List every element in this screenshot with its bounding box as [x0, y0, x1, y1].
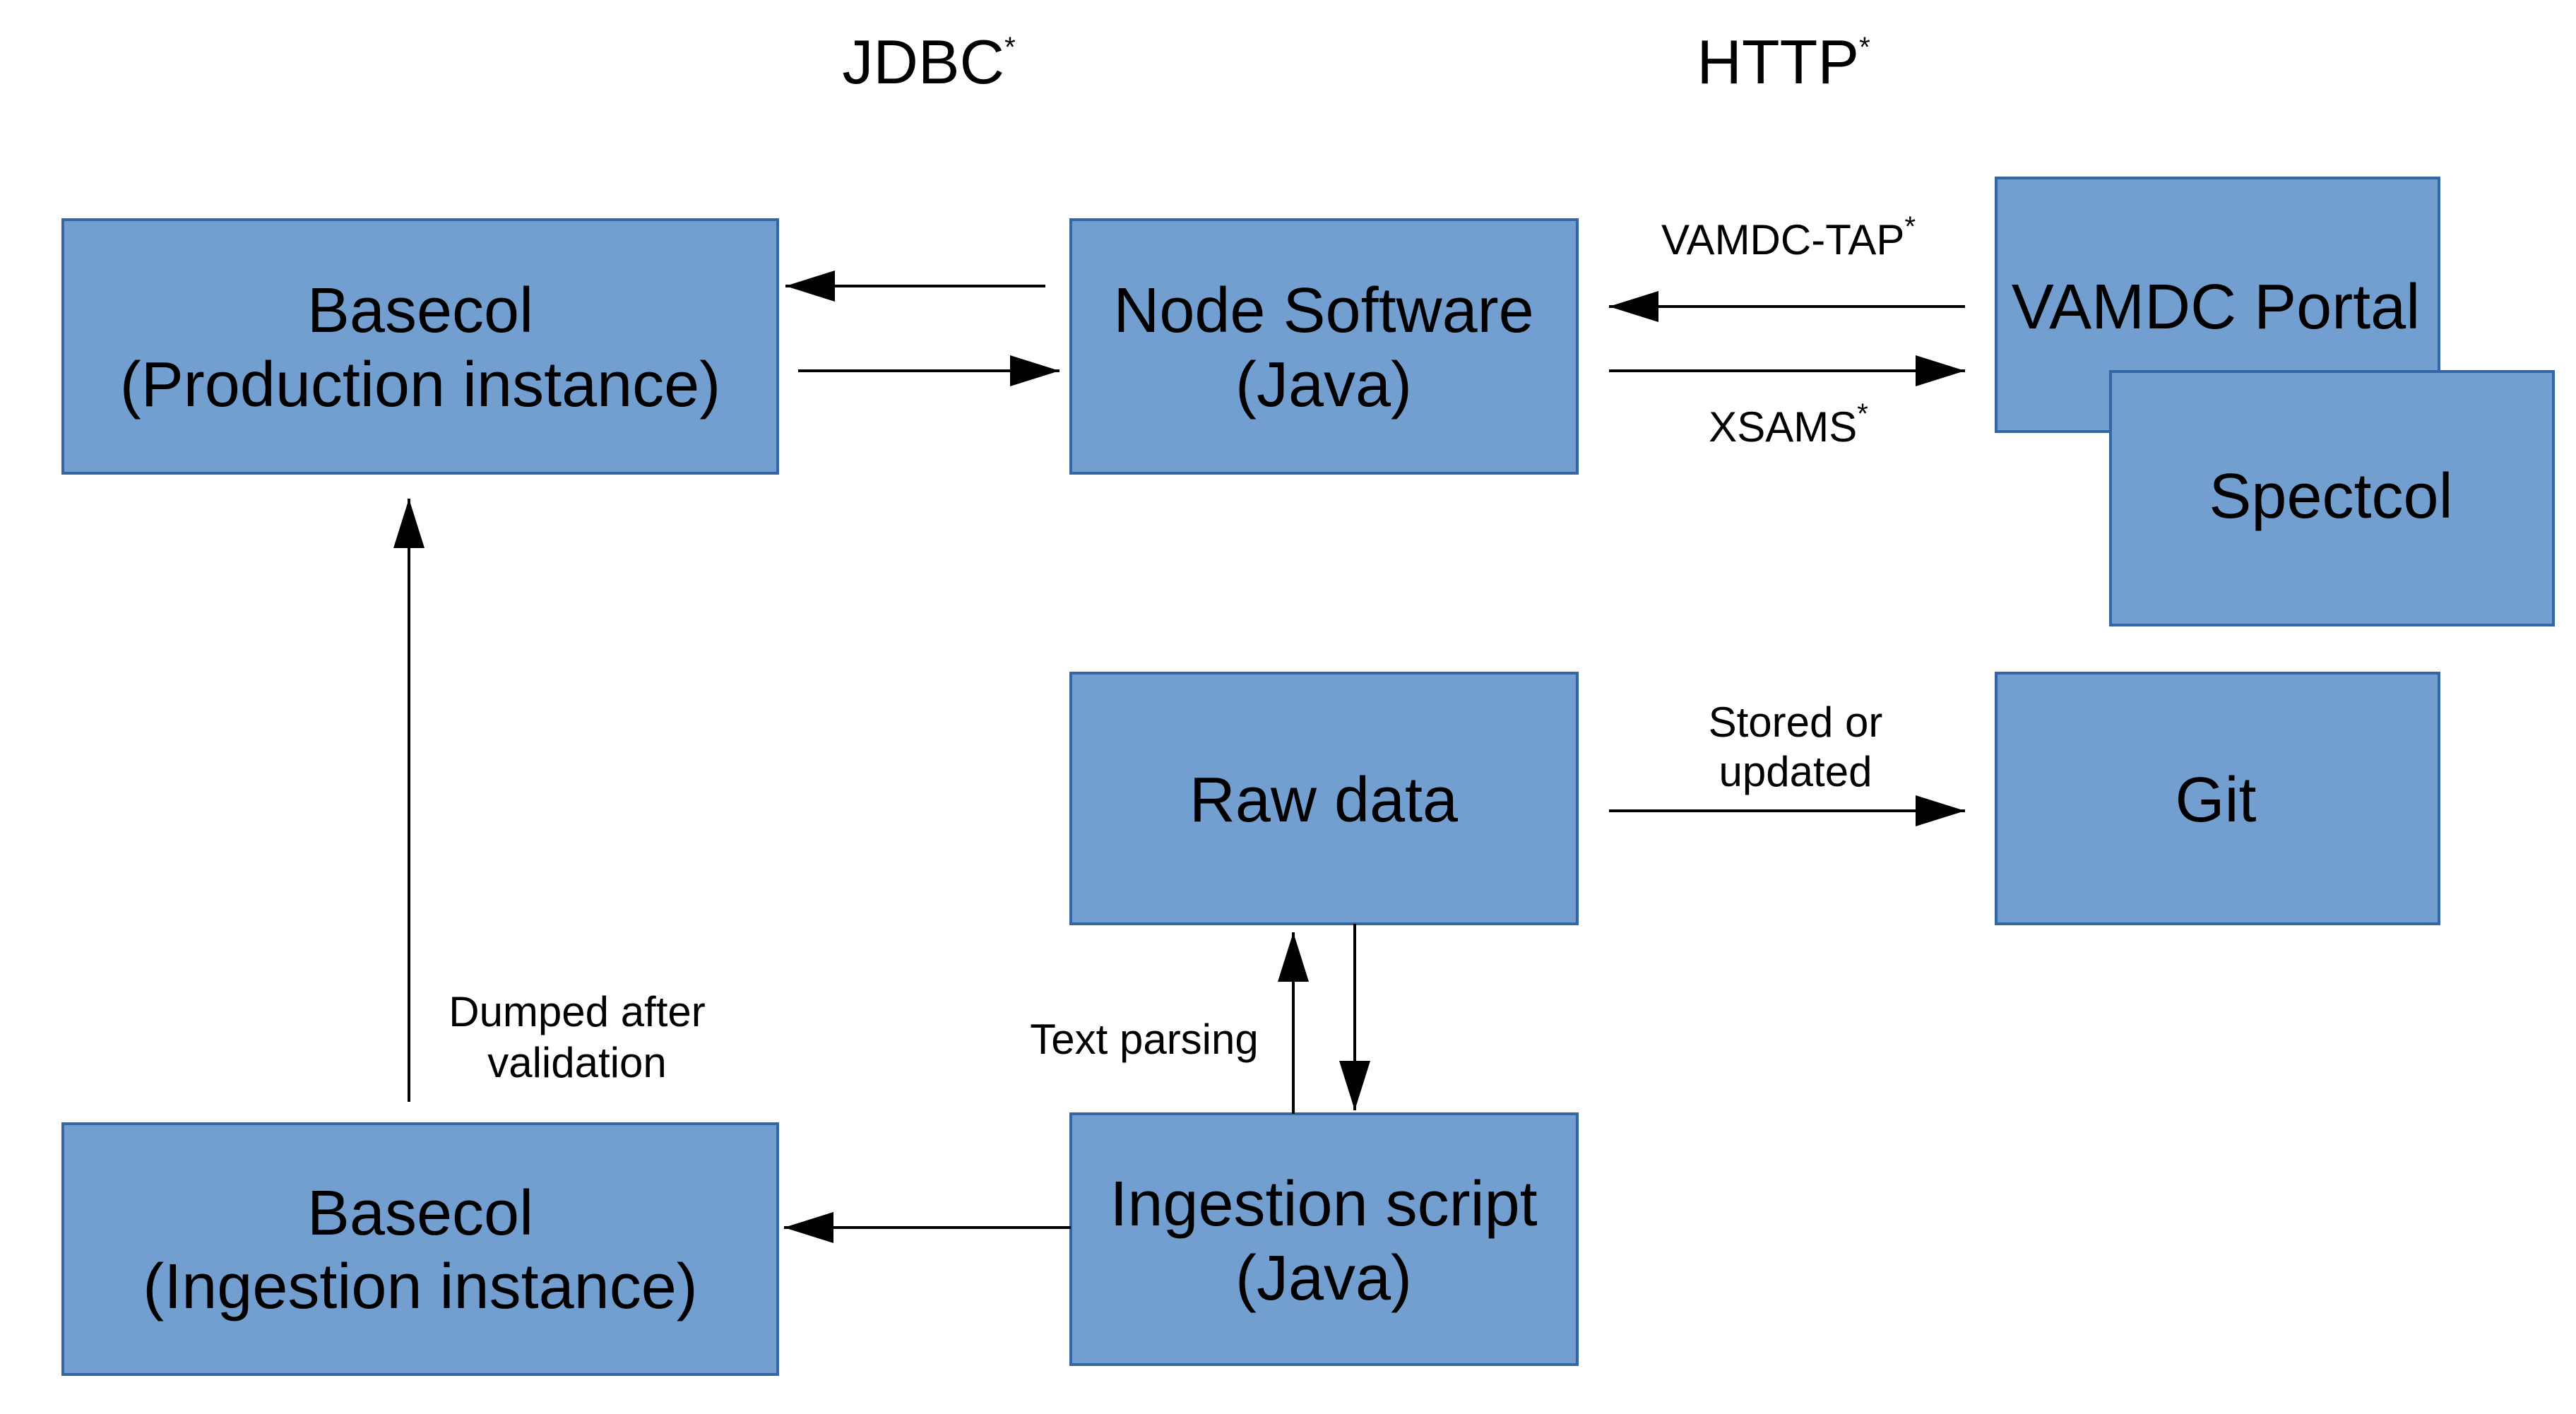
basecol-ingestion-title: Basecol — [307, 1178, 533, 1249]
basecol-production-title: Basecol — [307, 275, 533, 346]
git-title: Git — [2175, 765, 2256, 836]
basecol-production-subtitle: (Production instance) — [120, 350, 720, 420]
basecol-ingestion-subtitle: (Ingestion instance) — [143, 1252, 697, 1322]
text-parsing-label: Text parsing — [1030, 1016, 1259, 1063]
spectcol-box: Spectcol — [2109, 370, 2555, 626]
node-software-subtitle: (Java) — [1235, 350, 1412, 420]
raw-data-title: Raw data — [1189, 765, 1459, 836]
vamdc-portal-title: VAMDC Portal — [2012, 272, 2420, 343]
vamdc-tap-label: VAMDC-TAP* — [1661, 211, 1916, 263]
jdbc-header: JDBC* — [842, 27, 1015, 97]
ingestion-script-title: Ingestion script — [1110, 1169, 1537, 1240]
raw-data-box: Raw data — [1069, 672, 1579, 925]
ingestion-script-subtitle: (Java) — [1235, 1243, 1412, 1314]
stored-or-updated-label-line1: Stored or — [1709, 699, 1883, 746]
git-box: Git — [1995, 672, 2440, 925]
ingestion-script-box: Ingestion script (Java) — [1069, 1112, 1579, 1366]
dumped-after-validation-label-line2: validation — [487, 1039, 667, 1086]
spectcol-title: Spectcol — [2209, 461, 2452, 532]
xsams-label: XSAMS* — [1709, 398, 1868, 451]
node-software-box: Node Software (Java) — [1069, 218, 1579, 475]
node-software-title: Node Software — [1113, 275, 1533, 346]
basecol-ingestion-box: Basecol (Ingestion instance) — [61, 1122, 779, 1376]
basecol-production-box: Basecol (Production instance) — [61, 218, 779, 475]
http-header: HTTP* — [1697, 27, 1870, 97]
stored-or-updated-label-line2: updated — [1719, 748, 1872, 795]
dumped-after-validation-label-line1: Dumped after — [449, 988, 706, 1035]
